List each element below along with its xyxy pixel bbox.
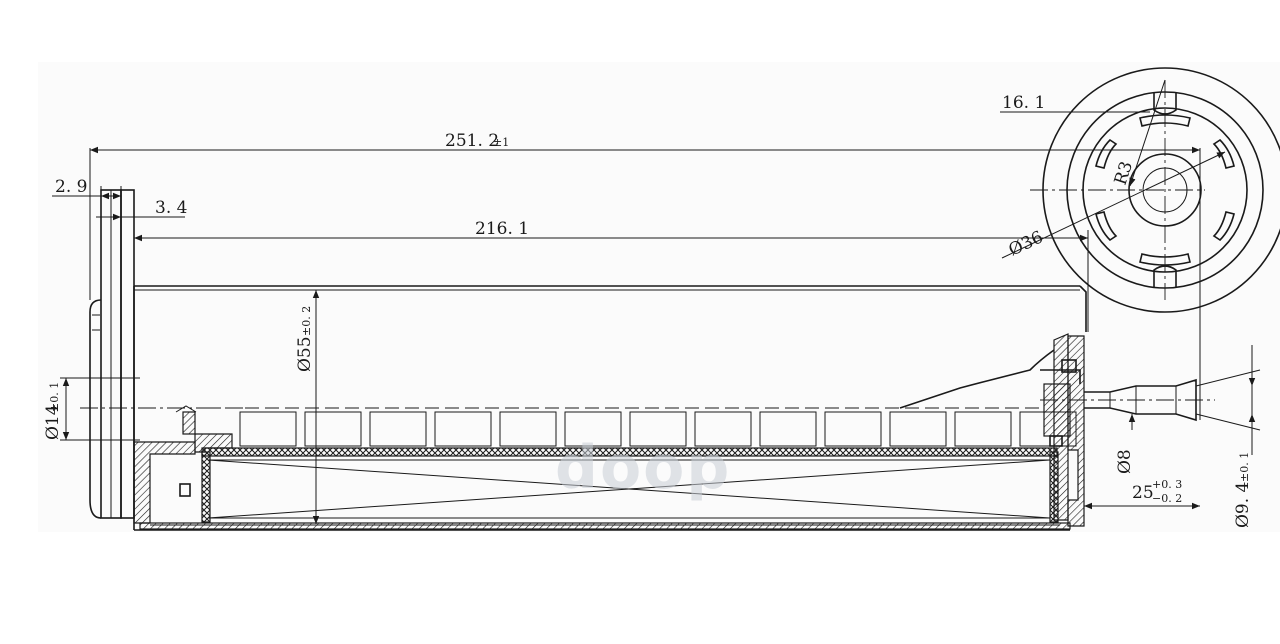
pleat-cell bbox=[824, 411, 882, 447]
pleat-cell bbox=[369, 411, 427, 447]
dim-end-rib: 16. 1 bbox=[1000, 93, 1150, 113]
outlet-length-label: 25 bbox=[1132, 483, 1154, 503]
right-end-cap bbox=[899, 333, 1215, 527]
outlet-diameter-tol: ±0. 1 bbox=[1238, 452, 1251, 482]
dim-body-length: 216. 1 bbox=[134, 219, 1089, 332]
pleat-cell bbox=[759, 411, 817, 447]
body-length-label: 216. 1 bbox=[475, 219, 529, 239]
pleat-cell bbox=[434, 411, 492, 447]
outlet-length-tol-lower: −0. 2 bbox=[1152, 492, 1182, 505]
dim-overall-length: 251. 2 ±1 bbox=[89, 131, 1201, 420]
pleat-cell bbox=[629, 411, 687, 447]
left-flange bbox=[89, 189, 135, 519]
pleat-cell bbox=[564, 411, 622, 447]
end-rib-label: 16. 1 bbox=[1002, 93, 1045, 113]
pleat-cell bbox=[694, 411, 752, 447]
inlet-diameter-tol: ±0. 1 bbox=[48, 382, 61, 412]
flange-b-label: 3. 4 bbox=[155, 198, 187, 218]
outlet-inner-diameter-label: Ø8 bbox=[1115, 449, 1135, 474]
flange-a-label: 2. 9 bbox=[55, 177, 87, 197]
pleat-cell bbox=[239, 411, 297, 447]
dim-outlet-diameter: Ø9. 4 ±0. 1 bbox=[1195, 345, 1261, 528]
pleat-cell bbox=[954, 411, 1012, 447]
outlet-length-tol-upper: +0. 3 bbox=[1152, 478, 1182, 491]
overall-length-label: 251. 2 bbox=[445, 131, 499, 151]
pleat-cell bbox=[889, 411, 947, 447]
dim-outlet-length: 25 +0. 3 −0. 2 bbox=[1084, 478, 1200, 510]
dim-inlet-diameter: Ø14 ±0. 1 bbox=[43, 377, 245, 441]
dim-body-diameter: Ø55 ±0. 2 bbox=[295, 290, 320, 524]
body-diameter-label: Ø55 bbox=[295, 336, 315, 372]
inlet-diameter-label: Ø14 bbox=[43, 404, 63, 440]
overall-length-tol: ±1 bbox=[493, 136, 509, 149]
watermark-logo: doop bbox=[555, 433, 731, 503]
pleat-cell bbox=[304, 411, 362, 447]
dim-outlet-inner-diameter: Ø8 bbox=[1115, 414, 1136, 474]
dim-flange: 2. 9 3. 4 bbox=[52, 177, 187, 250]
pleat-cells bbox=[205, 407, 1077, 447]
outlet-diameter-label: Ø9. 4 bbox=[1233, 482, 1253, 528]
body-diameter-tol: ±0. 2 bbox=[300, 306, 313, 336]
pleat-cell bbox=[499, 411, 557, 447]
